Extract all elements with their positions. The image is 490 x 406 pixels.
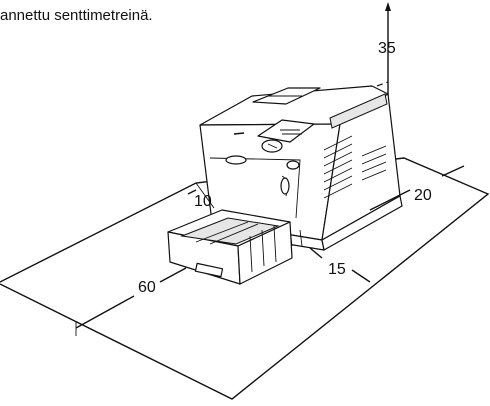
dimension-right-label: 20 <box>414 187 432 204</box>
dimension-front: 15 <box>309 247 371 283</box>
dimension-right: 20 <box>369 165 465 211</box>
dimension-left-label: 10 <box>194 193 212 210</box>
paper-tray-illustration <box>167 209 293 285</box>
dimension-left: 10 <box>187 182 215 210</box>
printer-illustration <box>199 85 403 251</box>
dimension-front-label: 15 <box>328 261 346 278</box>
caption-text: annettu senttimetreinä. <box>0 7 153 24</box>
dimension-tray-label: 60 <box>138 279 156 296</box>
floor-outline <box>0 157 490 400</box>
side-vents <box>323 135 387 199</box>
dimension-top-label: 35 <box>378 40 396 57</box>
control-panel <box>257 119 315 153</box>
dimension-tray: 60 <box>75 267 187 336</box>
